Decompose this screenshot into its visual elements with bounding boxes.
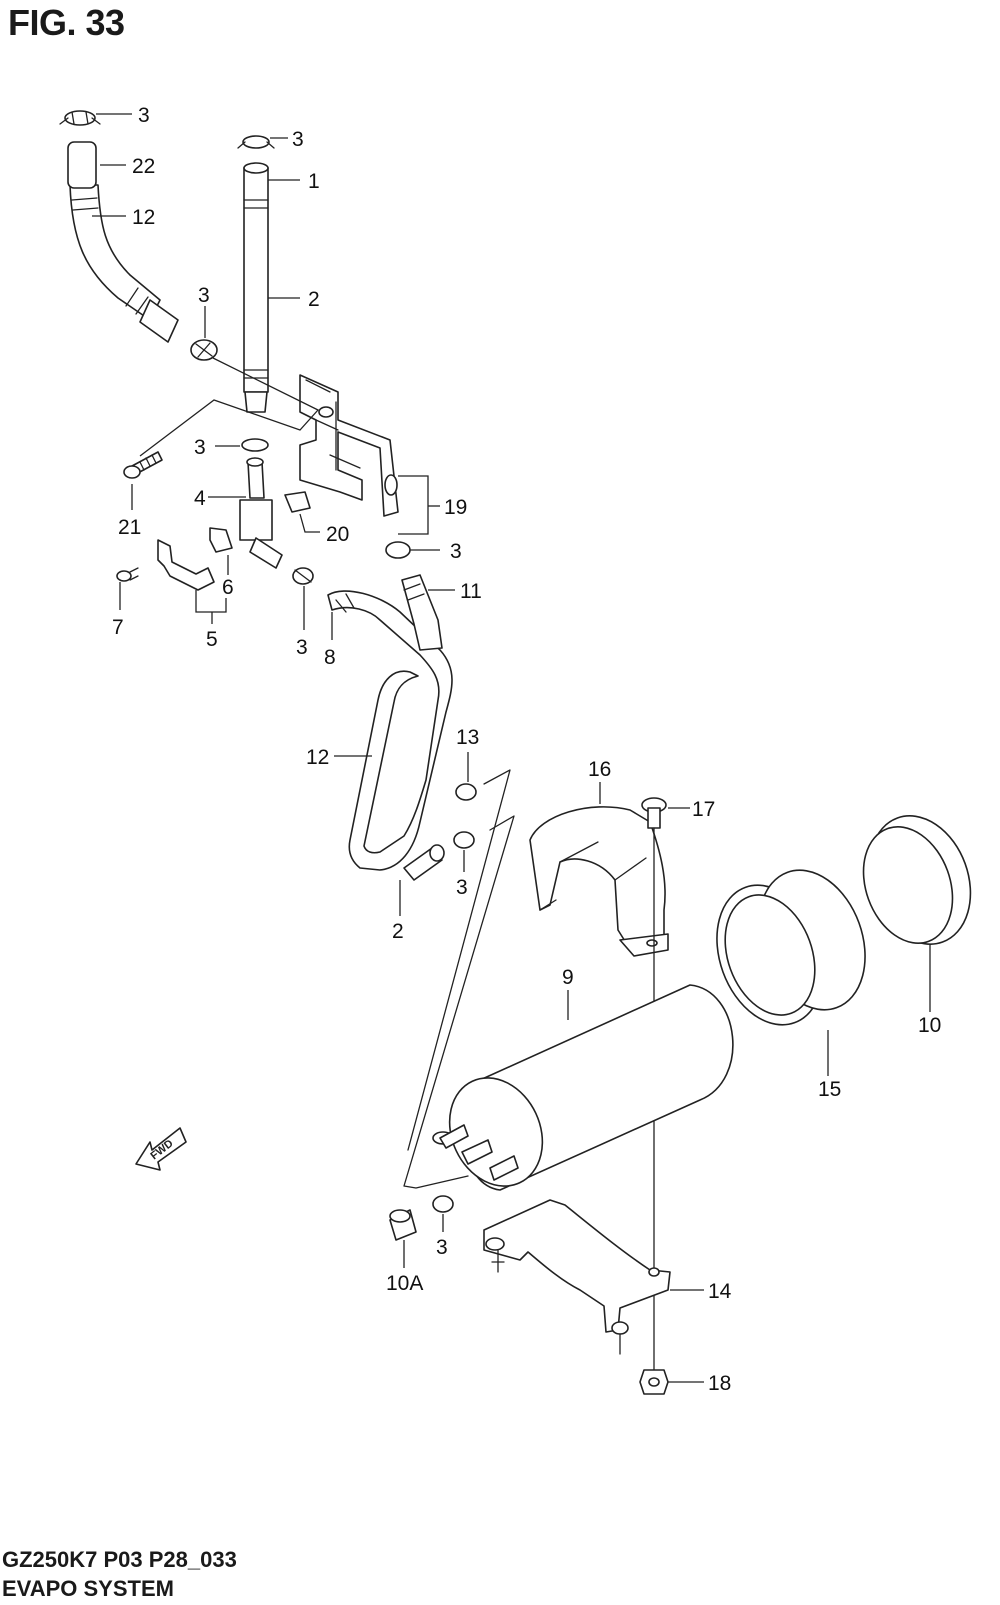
callout-3: 3 <box>456 876 468 899</box>
hose-clip-3-joint <box>292 567 314 585</box>
callout-13: 13 <box>456 726 479 749</box>
callout-14: 14 <box>708 1280 732 1303</box>
callout-3: 3 <box>436 1236 448 1259</box>
callout-3: 3 <box>198 284 210 307</box>
hose-clip-part-13 <box>453 783 477 849</box>
hose-clip-3-mid-left <box>190 339 218 361</box>
pipe-part-2-lower <box>403 844 445 881</box>
callout-3: 3 <box>138 104 150 127</box>
callout-22: 22 <box>132 155 155 178</box>
forward-direction-arrow: FWD <box>135 1127 187 1171</box>
model-code: GZ250K7 P03 P28_033 <box>2 1547 237 1572</box>
callout-20: 20 <box>326 523 349 546</box>
callout-12: 12 <box>132 206 155 229</box>
upper-bracket-part-16 <box>529 806 669 957</box>
callout-3: 3 <box>296 636 308 659</box>
screw-part-7 <box>116 567 139 582</box>
callout-10a: 10A <box>386 1272 423 1295</box>
callout-2: 2 <box>392 920 404 943</box>
clamp-part-5 <box>157 539 215 591</box>
callout-5: 5 <box>206 628 218 651</box>
callout-3: 3 <box>292 128 304 151</box>
callout-1: 1 <box>308 170 320 193</box>
callout-3: 3 <box>450 540 462 563</box>
callout-21: 21 <box>118 516 141 539</box>
assembly-reference-lines <box>403 769 515 1189</box>
hose-clip-3-canister <box>432 1195 454 1213</box>
bolt-part-21 <box>123 451 163 479</box>
callout-19: 19 <box>444 496 467 519</box>
canister-part-9 <box>432 984 734 1191</box>
callout-8: 8 <box>324 646 336 669</box>
callout-11: 11 <box>460 580 482 603</box>
cap-part-10a <box>389 1209 417 1241</box>
callout-16: 16 <box>588 758 611 781</box>
callout-7: 7 <box>112 616 124 639</box>
callout-17: 17 <box>692 798 715 821</box>
section-name: EVAPO SYSTEM <box>2 1576 174 1601</box>
callout-18: 18 <box>708 1372 731 1395</box>
end-cover-part-10 <box>862 815 972 945</box>
cover-part-15 <box>716 869 866 1026</box>
hose-part-11 <box>385 541 443 651</box>
cushion-part-6 <box>209 527 233 553</box>
part-callouts: 3 22 12 3 1 2 3 3 4 21 19 20 3 11 7 6 5 … <box>112 104 941 1395</box>
callout-15: 15 <box>818 1078 841 1101</box>
joint-part-4 <box>239 438 283 569</box>
callout-4: 4 <box>194 487 206 510</box>
lower-bracket-part-14 <box>483 1199 671 1355</box>
callout-12: 12 <box>306 746 329 769</box>
callout-9: 9 <box>562 966 574 989</box>
callout-3: 3 <box>194 436 206 459</box>
nut-part-18 <box>639 1369 669 1395</box>
callout-2: 2 <box>308 288 320 311</box>
bracket-assembly-part-19 <box>299 374 399 517</box>
hose-clip-3-top-left <box>59 110 101 126</box>
clamp-part-20 <box>284 491 311 513</box>
callout-10: 10 <box>918 1014 941 1037</box>
figure-title: FIG. 33 <box>8 2 125 43</box>
vertical-hose-part-2 <box>237 135 275 413</box>
long-hose-part-12 <box>327 590 453 871</box>
callout-6: 6 <box>222 576 234 599</box>
callout-leader-lines <box>92 113 931 1383</box>
upper-left-hose-part-12 <box>67 141 179 343</box>
